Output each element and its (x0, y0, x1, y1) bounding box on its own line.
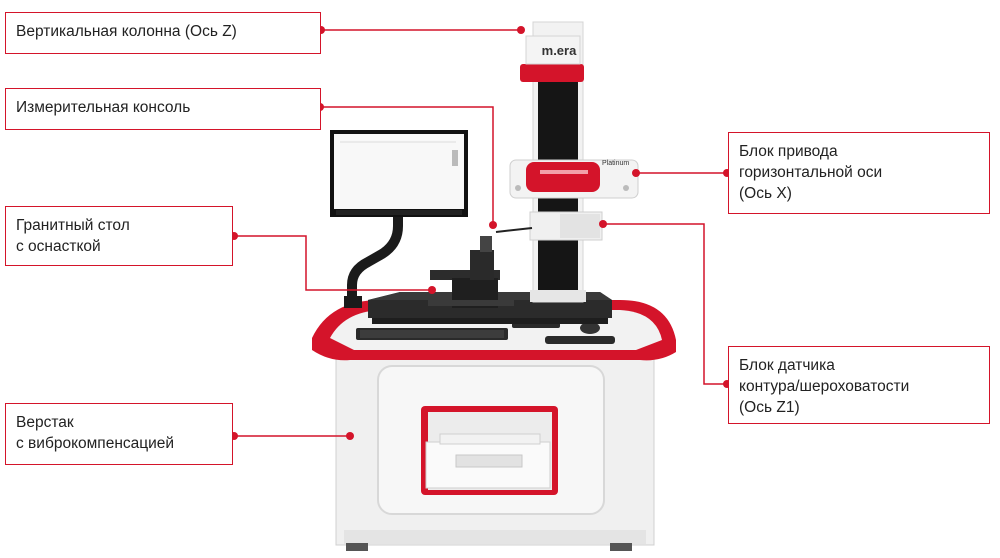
label-vertical-column: Вертикальная колонна (Ось Z) (5, 12, 321, 54)
label-sensor-block: Блок датчика контура/шероховатости (Ось … (728, 346, 990, 424)
label-measuring-console: Измерительная консоль (5, 88, 321, 130)
label-granite-table-line1: Гранитный стол (16, 217, 130, 234)
sensor-block (495, 211, 603, 241)
label-sensor-block-line2: контура/шероховатости (739, 378, 910, 395)
carriage-badge: Platinum (602, 160, 630, 167)
label-x-drive-line2: горизонтальной оси (739, 164, 883, 181)
label-granite-table: Гранитный стол с оснасткой (5, 206, 233, 266)
workbench-body (335, 354, 655, 551)
brand-logo: m.era (541, 43, 577, 58)
monitor-arm (344, 209, 403, 308)
label-measuring-console-text: Измерительная консоль (16, 99, 191, 116)
label-x-drive-line1: Блок привода (739, 143, 838, 160)
monitor (330, 130, 468, 217)
label-x-drive-line3: (Ось X) (739, 185, 792, 202)
x-drive-carriage (509, 159, 639, 199)
label-vertical-column-text: Вертикальная колонна (Ось Z) (16, 23, 237, 40)
label-sensor-block-line3: (Ось Z1) (739, 399, 800, 416)
label-sensor-block-line1: Блок датчика (739, 357, 835, 374)
label-workbench-line2: с виброкомпенсацией (16, 435, 175, 452)
fixture (428, 236, 514, 308)
label-x-drive: Блок привода горизонтальной оси (Ось X) (728, 132, 990, 214)
label-granite-table-line2: с оснасткой (16, 238, 101, 255)
label-workbench-line1: Верстак (16, 414, 74, 431)
label-workbench: Верстак с виброкомпенсацией (5, 403, 233, 465)
